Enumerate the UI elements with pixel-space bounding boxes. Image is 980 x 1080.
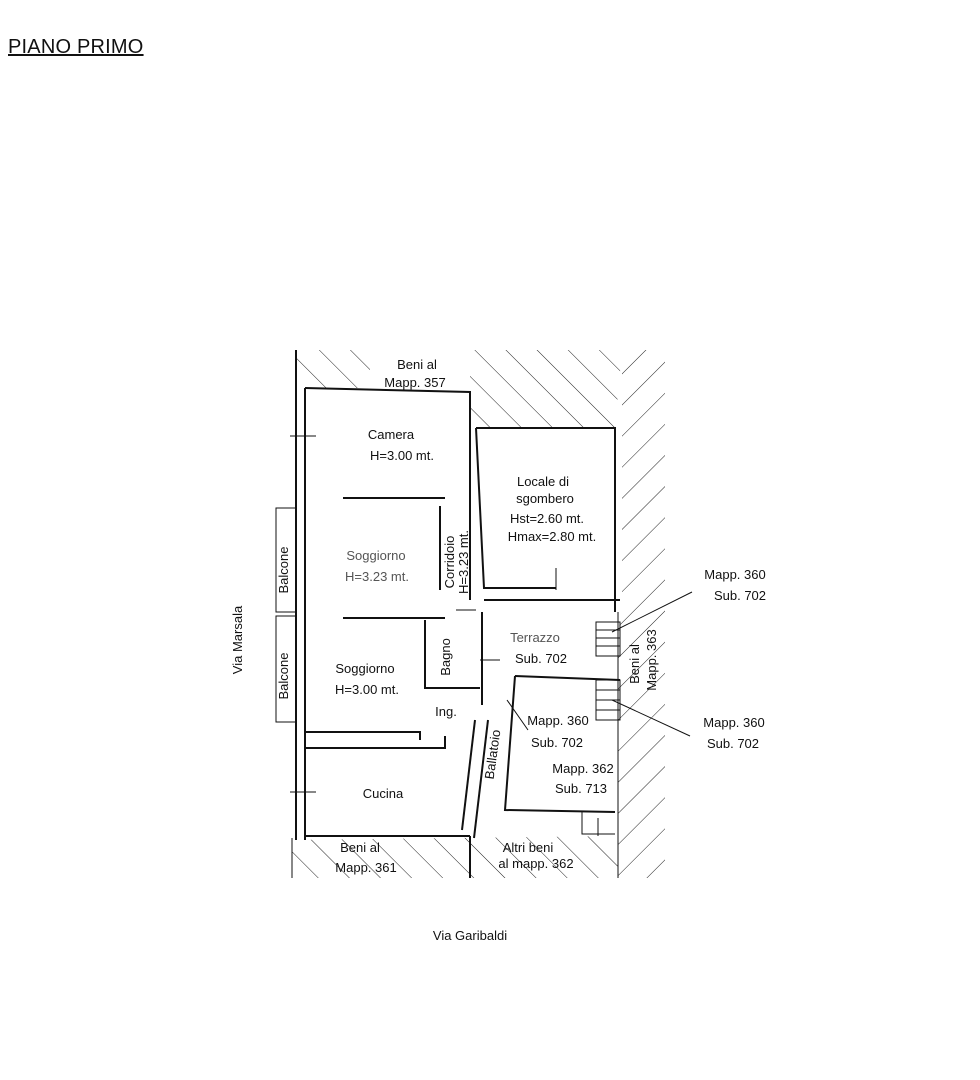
room-soggiorno-lower-name: Soggiorno: [335, 661, 394, 676]
parcel-inner-360-sub: Sub. 702: [531, 735, 583, 750]
room-ingresso-name: Ing.: [435, 704, 457, 719]
room-corridoio-name: Corridoio: [442, 536, 457, 589]
room-ballatoio-name: Ballatoio: [482, 729, 504, 780]
balcone-lower-outline: [275, 615, 297, 723]
room-locale-hmax: Hmax=2.80 mt.: [508, 529, 597, 544]
balconies: [275, 507, 297, 723]
room-cucina-name: Cucina: [363, 786, 404, 801]
parcel-right-lower-mapp: Mapp. 360: [703, 715, 764, 730]
room-balcone-lower-name: Balcone: [276, 653, 291, 700]
neighbor-top-line1: Beni al: [397, 357, 437, 372]
hatched-neighbor-areas: [292, 350, 665, 878]
openings: [290, 435, 599, 836]
room-bagno-name: Bagno: [438, 638, 453, 676]
room-camera-height: H=3.00 mt.: [370, 448, 434, 463]
neighbor-bottom-right-line2: al mapp. 362: [498, 856, 573, 871]
hatch-top-left: [296, 350, 370, 388]
room-locale-hst: Hst=2.60 mt.: [510, 511, 584, 526]
neighbor-bottom-left-line2: Mapp. 361: [335, 860, 396, 875]
neighbor-right-line1: Beni al: [627, 644, 642, 684]
hatch-top-right: [470, 350, 622, 428]
room-locale-name-line2: sgombero: [516, 491, 574, 506]
neighbor-right-line2: Mapp. 363: [644, 629, 659, 690]
room-camera-name: Camera: [368, 427, 415, 442]
stairs: [595, 621, 621, 721]
room-soggiorno-upper-name: Soggiorno: [346, 548, 405, 563]
parcel-inner-362-mapp: Mapp. 362: [552, 761, 613, 776]
neighbor-bottom-left-line1: Beni al: [340, 840, 380, 855]
street-bottom: Via Garibaldi: [433, 928, 507, 943]
hatch-right: [618, 350, 665, 878]
street-left: Via Marsala: [230, 605, 245, 674]
room-balcone-upper-name: Balcone: [276, 547, 291, 594]
neighbor-bottom-right-line1: Altri beni: [503, 840, 554, 855]
parcel-right-upper-sub: Sub. 702: [714, 588, 766, 603]
parcel-right-upper-mapp: Mapp. 360: [704, 567, 765, 582]
room-terrazzo-sub: Sub. 702: [515, 651, 567, 666]
room-corridoio-height: H=3.23 mt.: [456, 530, 471, 594]
neighbor-top-line2: Mapp. 357: [384, 375, 445, 390]
hatch-bottom: [292, 836, 618, 878]
parcel-inner-362-sub: Sub. 713: [555, 781, 607, 796]
room-soggiorno-upper-height: H=3.23 mt.: [345, 569, 409, 584]
parcel-inner-360-mapp: Mapp. 360: [527, 713, 588, 728]
room-locale-name-line1: Locale di: [517, 474, 569, 489]
page-title: PIANO PRIMO: [8, 36, 144, 58]
leader-lines: [506, 591, 693, 737]
parcel-right-lower-sub: Sub. 702: [707, 736, 759, 751]
walls: [291, 350, 621, 878]
balcone-upper-outline: [275, 507, 297, 613]
room-terrazzo-name: Terrazzo: [510, 630, 560, 645]
room-soggiorno-lower-height: H=3.00 mt.: [335, 682, 399, 697]
